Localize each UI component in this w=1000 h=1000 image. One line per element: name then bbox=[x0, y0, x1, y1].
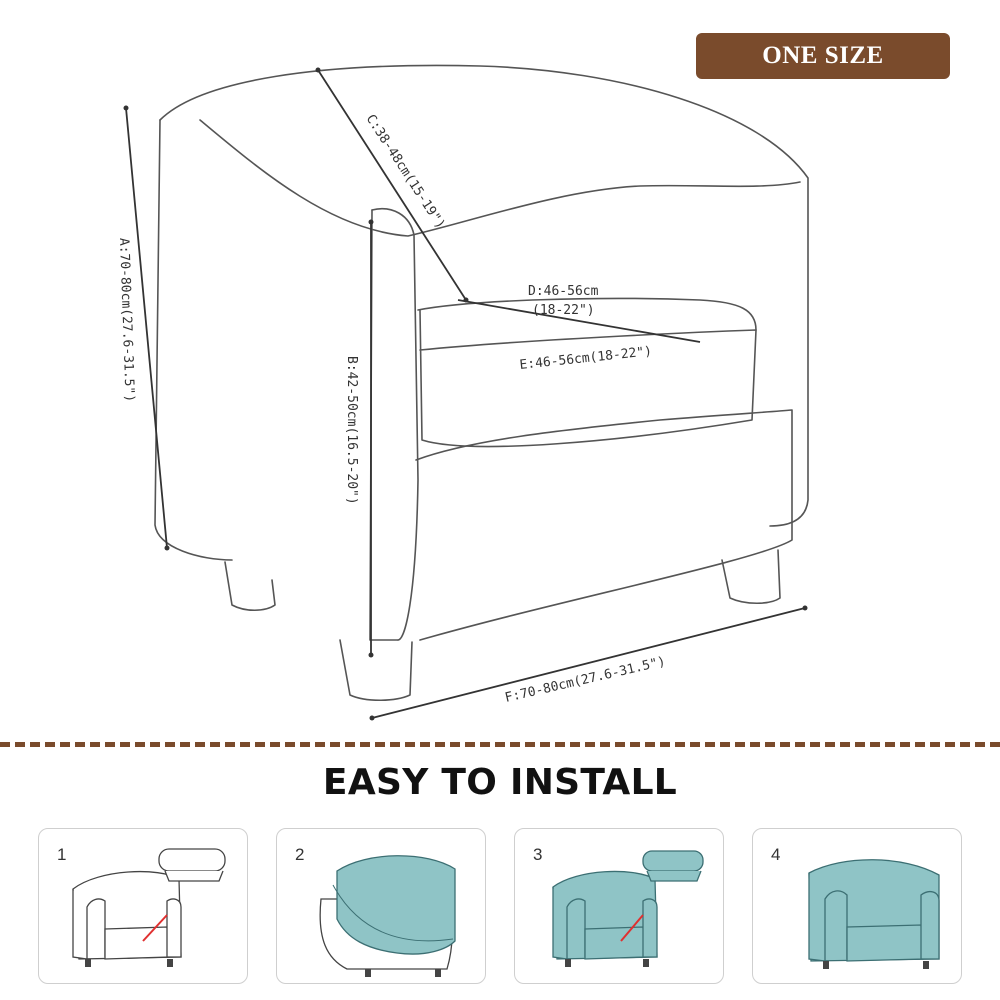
chair-leg-front-right bbox=[721, 549, 781, 605]
one-size-badge: ONE SIZE bbox=[696, 33, 950, 79]
step-4-illustration bbox=[808, 859, 940, 969]
dim-label-e: E:46-56cm(18-22") bbox=[519, 344, 653, 373]
dim-line-c bbox=[317, 69, 467, 301]
dim-label-d-line2: (18-22") bbox=[532, 303, 595, 318]
install-step-1: 1 bbox=[38, 828, 248, 984]
chair-front-base bbox=[415, 409, 793, 641]
install-title: EASY TO INSTALL bbox=[322, 762, 678, 803]
dim-line-d bbox=[457, 299, 701, 343]
dim-label-a: A:70-80cm(27.6-31.5") bbox=[116, 238, 137, 403]
step-number: 2 bbox=[295, 845, 305, 864]
seat-cushion-top bbox=[417, 297, 757, 331]
step-number: 4 bbox=[771, 845, 781, 864]
install-steps: 1 2 3 bbox=[38, 828, 964, 986]
step-2-illustration bbox=[319, 855, 456, 977]
step-number: 1 bbox=[57, 845, 67, 864]
dim-label-f: F:70-80cm(27.6-31.5") bbox=[504, 654, 668, 706]
chair-leg-back-left bbox=[224, 561, 276, 612]
seat-cushion-front bbox=[419, 309, 757, 448]
dim-line-a bbox=[125, 107, 168, 549]
dim-label-b: B:42-50cm(16.5-20") bbox=[344, 356, 359, 505]
chair-left-side bbox=[154, 119, 233, 561]
step-3-illustration bbox=[552, 850, 704, 967]
chair-inner-rim bbox=[199, 119, 801, 237]
install-step-3: 3 bbox=[514, 828, 724, 984]
dim-label-c: C:38-48cm(15-19") bbox=[363, 112, 448, 232]
dim-label-d-line1: D:46-56cm bbox=[528, 284, 599, 299]
step-1-illustration bbox=[72, 848, 226, 967]
install-step-4: 4 bbox=[752, 828, 962, 984]
chair-arm-front bbox=[371, 208, 419, 641]
chair-dimension-diagram: A:70-80cm(27.6-31.5") B:42-50cm(16.5-20"… bbox=[116, 64, 809, 721]
section-divider bbox=[0, 742, 1000, 747]
dim-line-f bbox=[371, 607, 806, 719]
chair-back-outline bbox=[159, 64, 809, 527]
chair-leg-front-left bbox=[339, 639, 413, 702]
install-step-2: 2 bbox=[276, 828, 486, 984]
step-number: 3 bbox=[533, 845, 543, 864]
chair-arm-outer bbox=[369, 209, 399, 641]
